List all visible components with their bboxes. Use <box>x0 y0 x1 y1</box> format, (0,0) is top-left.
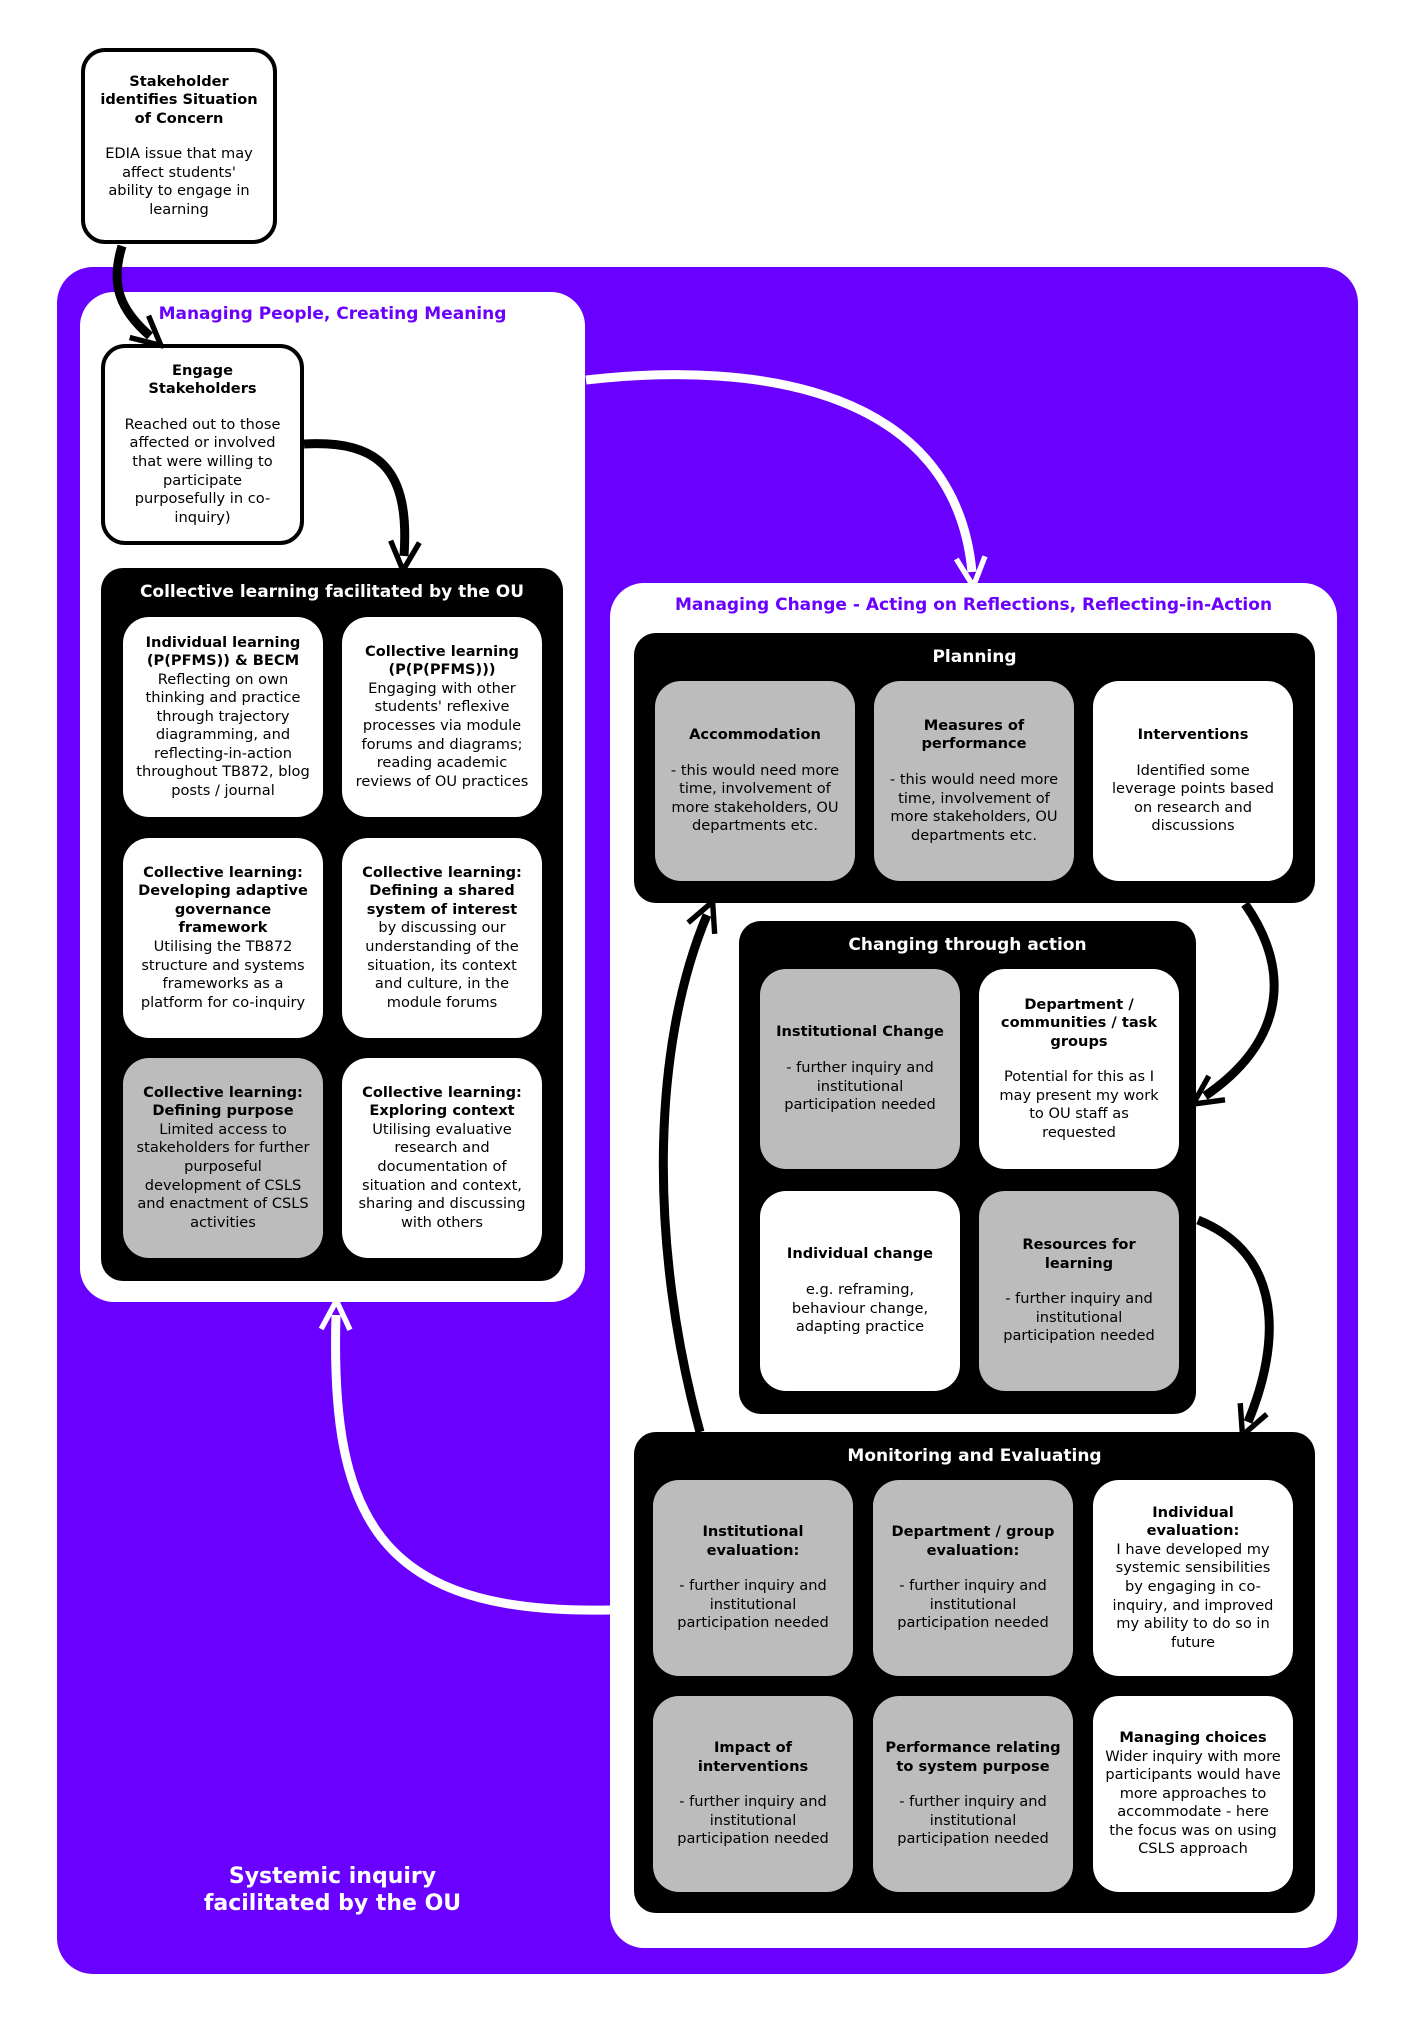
card-body: by discussing our understanding of the s… <box>365 919 519 1011</box>
monitoring-card-impact: Impact of interventions - further inquir… <box>653 1696 853 1892</box>
card-title: Individual evaluation: <box>1146 1503 1240 1540</box>
card-body: e.g. reframing, behaviour change, adapti… <box>791 1280 929 1336</box>
collective-card-governance-framework: Collective learning: Developing adaptive… <box>123 838 323 1038</box>
changing-card-institutional: Institutional Change - further inquiry a… <box>760 969 960 1169</box>
arrow-planning-to-changing <box>1205 901 1279 1096</box>
monitoring-card-managing-choices: Managing choices Wider inquiry with more… <box>1093 1696 1293 1892</box>
card-title: Collective learning: Exploring context <box>362 1083 522 1120</box>
card-title: Department / communities / task groups <box>1000 995 1158 1050</box>
card-title: Interventions <box>1137 726 1249 744</box>
card-title: Resources for learning <box>1022 1236 1136 1272</box>
card-title: Institutional evaluation: <box>702 1523 804 1559</box>
card-body: - further inquiry and institutional part… <box>897 1793 1049 1848</box>
card-title: Collective learning: Developing adaptive… <box>138 863 308 937</box>
card-title: Managing choices <box>1119 1729 1267 1747</box>
arrow-change-to-managing-people <box>336 1315 611 1615</box>
card-title: Performance relating to system purpose <box>885 1739 1061 1775</box>
card-title: Institutional Change <box>776 1023 944 1041</box>
planning-title: Planning <box>932 647 1017 667</box>
collective-learning-title: Collective learning facilitated by the O… <box>139 582 525 602</box>
card-body: I have developed my systemic sensibiliti… <box>1112 1540 1274 1651</box>
card-body: Potential for this as I may present my w… <box>999 1068 1159 1141</box>
changing-card-department: Department / communities / task groups P… <box>979 969 1179 1169</box>
changing-card-individual: Individual change e.g. reframing, behavi… <box>760 1191 960 1391</box>
stakeholder-box: Stakeholder identifies Situation of Conc… <box>81 48 277 244</box>
planning-card-interventions: Interventions Identified some leverage p… <box>1093 681 1293 881</box>
monitoring-title: Monitoring and Evaluating <box>847 1446 1102 1466</box>
arrow-changing-to-monitoring <box>1196 1215 1274 1422</box>
stakeholder-title: Stakeholder identifies Situation of Conc… <box>100 72 258 127</box>
engage-stakeholders-box: Engage Stakeholders Reached out to those… <box>101 344 304 545</box>
managing-change-title: Managing Change - Acting on Reflections,… <box>674 595 1273 615</box>
card-body: - further inquiry and institutional part… <box>1003 1290 1155 1345</box>
monitoring-card-department: Department / group evaluation: - further… <box>873 1480 1073 1676</box>
arrow-stakeholder-to-engage <box>112 244 150 336</box>
monitoring-card-institutional: Institutional evaluation: - further inqu… <box>653 1480 853 1676</box>
card-title: Collective learning (P(P(PFMS))) <box>365 642 519 679</box>
changing-title: Changing through action <box>848 935 1087 955</box>
collective-card-defining-purpose: Collective learning: Defining purpose Li… <box>123 1058 323 1258</box>
stakeholder-body: EDIA issue that may affect students' abi… <box>105 145 253 218</box>
engage-body: Reached out to those affected or involve… <box>124 415 281 526</box>
card-body: - further inquiry and institutional part… <box>784 1058 936 1114</box>
monitoring-card-performance: Performance relating to system purpose -… <box>873 1696 1073 1892</box>
card-body: - this would need more time, involvement… <box>670 761 840 835</box>
card-body: Wider inquiry with more participants wou… <box>1105 1747 1281 1858</box>
card-body: Reflecting on own thinking and practice … <box>136 670 310 799</box>
planning-card-accommodation: Accommodation - this would need more tim… <box>655 681 855 881</box>
card-body: - further inquiry and institutional part… <box>677 1577 829 1632</box>
card-body: - this would need more time, involvement… <box>889 770 1059 844</box>
card-body: Limited access to stakeholders for furth… <box>136 1120 310 1231</box>
card-title: Collective learning: Defining a shared s… <box>362 863 522 918</box>
card-title: Collective learning: Defining purpose <box>143 1083 303 1120</box>
collective-card-individual-learning: Individual learning (P(PFMS)) & BECM Ref… <box>123 617 323 817</box>
engage-title: Engage Stakeholders <box>148 361 257 398</box>
collective-card-collective-learning: Collective learning (P(P(PFMS))) Engagin… <box>342 617 542 817</box>
systemic-inquiry-label: Systemic inquiry facilitated by the OU <box>203 1864 462 1916</box>
card-body: Engaging with other students' reflexive … <box>355 679 529 790</box>
arrow-managing-people-to-change <box>585 370 972 572</box>
collective-card-shared-system: Collective learning: Defining a shared s… <box>342 838 542 1038</box>
card-title: Individual learning (P(PFMS)) & BECM <box>145 633 301 670</box>
card-title: Individual change <box>786 1245 934 1263</box>
monitoring-card-individual: Individual evaluation: I have developed … <box>1093 1480 1293 1676</box>
card-body: - further inquiry and institutional part… <box>677 1793 829 1848</box>
managing-people-title: Managing People, Creating Meaning <box>158 304 507 324</box>
arrow-engage-to-collective <box>303 439 405 556</box>
card-body: Utilising evaluative research and docume… <box>358 1120 526 1231</box>
planning-card-measures: Measures of performance - this would nee… <box>874 681 1074 881</box>
card-body: Identified some leverage points based on… <box>1112 761 1274 835</box>
changing-card-resources: Resources for learning - further inquiry… <box>979 1191 1179 1391</box>
card-title: Measures of performance <box>921 716 1027 753</box>
collective-card-exploring-context: Collective learning: Exploring context U… <box>342 1058 542 1258</box>
card-title: Accommodation <box>689 726 821 744</box>
card-title: Department / group evaluation: <box>891 1523 1055 1559</box>
card-body: - further inquiry and institutional part… <box>897 1577 1049 1632</box>
card-body: Utilising the TB872 structure and system… <box>140 938 306 1011</box>
card-title: Impact of interventions <box>697 1739 809 1775</box>
arrow-monitoring-to-planning <box>658 915 707 1434</box>
